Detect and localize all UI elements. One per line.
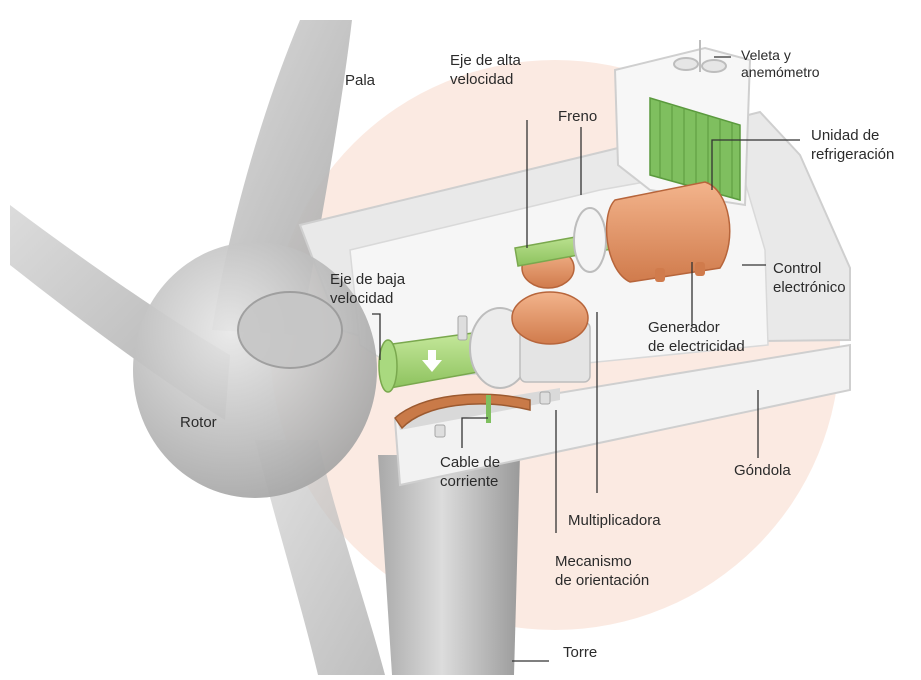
hub-cap-ring	[238, 292, 342, 368]
label-rotor: Rotor	[180, 413, 217, 432]
gear-large	[512, 292, 588, 344]
label-control-electronico: Control electrónico	[773, 259, 846, 297]
label-veleta-anemometro: Veleta y anemómetro	[741, 47, 820, 81]
label-unidad-refrigeracion: Unidad de refrigeración	[811, 126, 894, 164]
brake-disk	[574, 208, 606, 272]
label-gondola: Góndola	[734, 461, 791, 480]
label-generador-electricidad: Generador de electricidad	[648, 318, 745, 356]
label-freno: Freno	[558, 107, 597, 126]
power-cable	[486, 395, 491, 423]
label-torre: Torre	[563, 643, 597, 662]
label-mecanismo-orientacion: Mecanismo de orientación	[555, 552, 649, 590]
label-multiplicadora: Multiplicadora	[568, 511, 661, 530]
label-cable-corriente: Cable de corriente	[440, 453, 500, 491]
label-eje-alta-velocidad: Eje de alta velocidad	[450, 51, 521, 89]
label-pala: Pala	[345, 71, 375, 90]
low-speed-flange	[379, 340, 397, 392]
label-eje-baja-velocidad: Eje de baja velocidad	[330, 270, 405, 308]
